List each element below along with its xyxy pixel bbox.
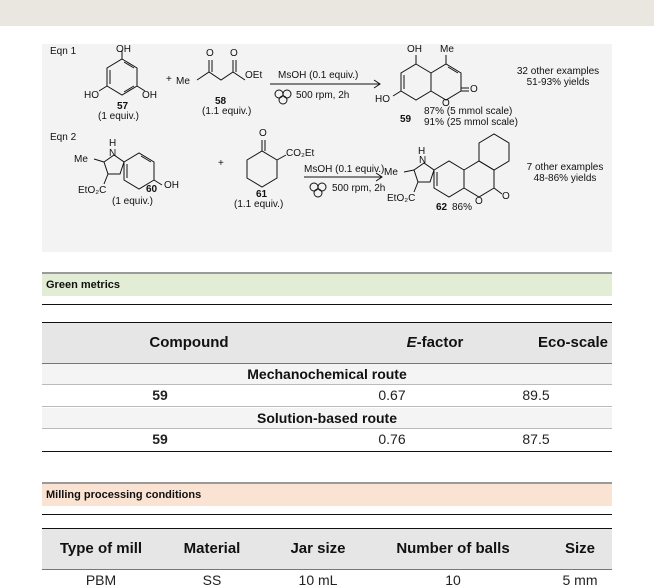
header-ecoscale: Eco-scale [537, 334, 609, 351]
eqn2-61-number: 61 [256, 189, 268, 200]
scheme-structures [93, 50, 510, 198]
header-efactor: E-factor [406, 334, 464, 351]
milling-material-value: SS [202, 572, 222, 588]
green-metrics-table-header: Compound E-factor Eco-scale [42, 322, 612, 364]
eqn2-60-oh: OH [164, 180, 179, 191]
group-mechanochemical: Mechanochemical route [42, 364, 612, 385]
milling-type-value: PBM [85, 572, 117, 588]
eqn1-conditions-bottom: 500 rpm, 2h [296, 90, 350, 101]
eqn2-62-h: H [418, 146, 426, 157]
eqn1-57-oh-right: OH [142, 90, 157, 101]
eqn2-60-equiv: (1 equiv.) [112, 196, 153, 207]
eqn1-other-examples: 32 other examples [516, 66, 600, 77]
green-metrics-rule [42, 304, 612, 305]
eqn2-61-equiv: (1.1 equiv.) [234, 199, 284, 210]
eqn2-61-o: O [259, 128, 267, 139]
group-mechanochemical-label: Mechanochemical route [247, 366, 407, 382]
header-compound: Compound [149, 334, 229, 351]
eqn2-62-o-carbonyl: O [502, 191, 510, 202]
eqn1-57-number: 57 [117, 101, 129, 112]
eqn1-58-number: 58 [215, 96, 227, 107]
eqn2-60-n: N [109, 148, 117, 159]
mechano-compound: 59 [152, 387, 168, 403]
solution-compound: 59 [152, 431, 168, 447]
group-solution-label: Solution-based route [257, 410, 397, 426]
milling-table-header: Type of mill Material Jar size Number of… [42, 528, 612, 570]
green-metrics-title: Green metrics [46, 279, 120, 291]
green-metrics-header: Green metrics [42, 272, 612, 296]
eqn2-62-ester: EtO₂C [387, 193, 416, 204]
eqn2-61-ester: CO₂Et [286, 148, 315, 159]
header-size: Size [564, 540, 595, 557]
eqn2-60-h: H [109, 138, 117, 149]
eqn2-other-examples: 7 other examples [526, 162, 604, 173]
ball-mill-icon-1 [274, 89, 284, 99]
eqn1-59-o-ring: O [442, 98, 450, 109]
milling-title: Milling processing conditions [46, 489, 202, 501]
row-divider-1 [42, 406, 612, 407]
eqn1-58-me: Me [176, 76, 190, 87]
eqn1-58-o2: O [230, 48, 238, 59]
eqn1-59-yield2: 91% (25 mmol scale) [424, 117, 518, 128]
ball-mill-icon-2 [309, 182, 319, 192]
top-banner [0, 0, 654, 26]
eqn2-62-yield: 86% [452, 202, 473, 213]
header-material: Material [183, 540, 241, 557]
eqn1-59-number: 59 [400, 114, 412, 125]
eqn2-60-ester: EtO₂C [78, 185, 107, 196]
molecule-58-chain [196, 71, 246, 81]
eqn2-conditions-top: MsOH (0.1 equiv.) [304, 164, 385, 175]
eqn1-59-me: Me [440, 44, 454, 55]
reaction-scheme: Eqn 1 OH HO OH 57 (1 equiv.) + O O Me OE… [42, 44, 612, 252]
eqn2-60-number: 60 [146, 184, 158, 195]
molecule-57-ring [106, 58, 138, 96]
eqn1-yields: 51-93% yields [526, 77, 590, 88]
eqn2-62-o-ring: O [475, 196, 483, 207]
green-metrics-bottom-rule [42, 451, 612, 452]
eqn2-label: Eqn 2 [50, 132, 77, 143]
group-solution: Solution-based route [42, 408, 612, 429]
milling-rule [42, 514, 612, 515]
eqn2-conditions-bottom: 500 rpm, 2h [332, 183, 386, 194]
eqn1-59-yield1: 87% (5 mmol scale) [424, 106, 513, 117]
eqn1-label: Eqn 1 [50, 46, 77, 57]
eqn1-57-oh-top: OH [116, 44, 131, 55]
milling-size-value: 5 mm [562, 572, 598, 588]
eqn1-58-oet: OEt [245, 70, 263, 81]
eqn1-59-ho: HO [375, 94, 390, 105]
mechano-ecoscale: 89.5 [522, 387, 550, 403]
eqn1-57-oh-left: HO [84, 90, 99, 101]
molecule-62-ring-d [478, 133, 510, 171]
header-type-of-mill: Type of mill [59, 540, 143, 557]
milling-balls-value: 10 [445, 572, 461, 588]
eqn1-59-oh: OH [407, 44, 422, 55]
milling-jar-size-value: 10 mL [298, 572, 338, 588]
solution-efactor: 0.76 [378, 431, 406, 447]
eqn2-62-n: N [419, 155, 427, 166]
molecule-60-ring-a [103, 154, 125, 175]
molecule-59-ring-a [400, 63, 432, 101]
eqn2-yields: 48-86% yields [533, 173, 597, 184]
eqn2-62-number: 62 [436, 202, 448, 213]
eqn2-plus: + [218, 158, 224, 169]
mechano-efactor: 0.67 [378, 387, 406, 403]
eqn2-62-me: Me [384, 167, 398, 178]
eqn1-58-o1: O [206, 48, 214, 59]
eqn1-conditions-top: MsOH (0.1 equiv.) [278, 70, 359, 81]
eqn2-60-me: Me [74, 154, 88, 165]
header-number-of-balls: Number of balls [396, 540, 510, 557]
eqn1-58-equiv: (1.1 equiv.) [202, 106, 252, 117]
milling-header: Milling processing conditions [42, 482, 612, 506]
molecule-62-ring-b [433, 160, 465, 198]
molecule-62-ring-a [413, 162, 435, 183]
header-jar-size: Jar size [290, 540, 346, 557]
molecule-62-ring-c [463, 160, 495, 198]
molecule-61-ring [246, 150, 278, 188]
eqn1-59-o-carbonyl: O [470, 84, 478, 95]
molecule-59-ring-b [430, 63, 462, 101]
eqn1-plus: + [166, 74, 172, 85]
solution-ecoscale: 87.5 [522, 431, 550, 447]
eqn1-57-equiv: (1 equiv.) [98, 111, 139, 122]
